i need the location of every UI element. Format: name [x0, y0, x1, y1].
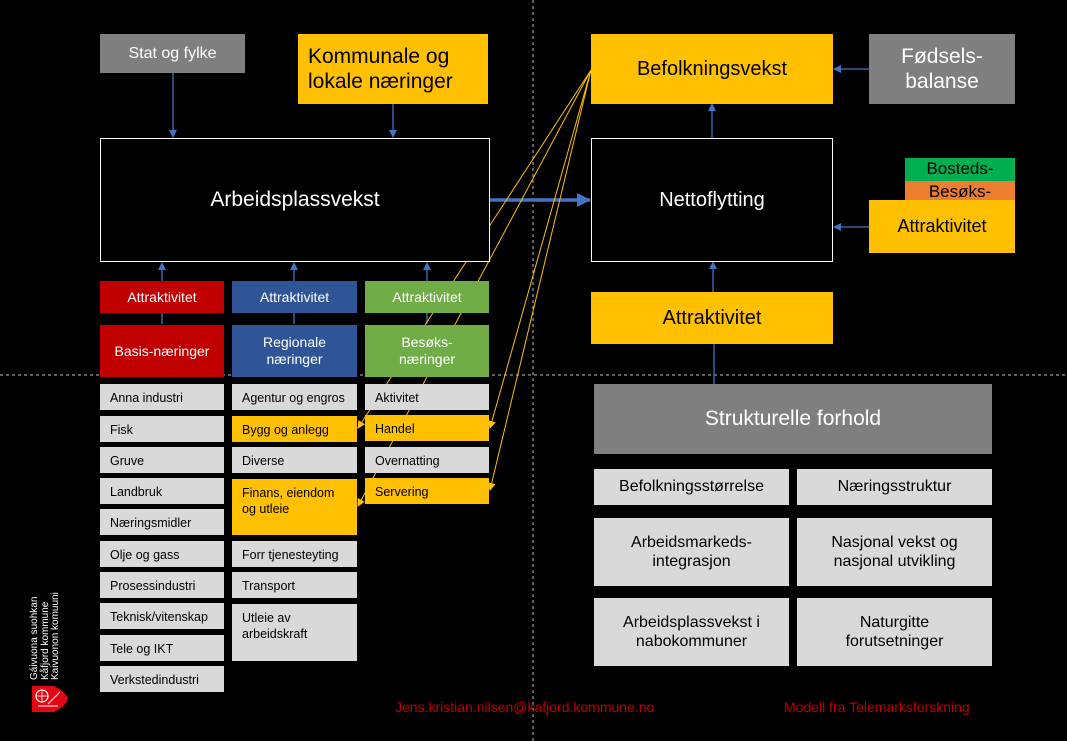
regional-item: Forr tjenesteyting: [232, 541, 357, 567]
logo-text: Gáivuona suohkan Kåfjord kommune Kaivuon…: [29, 592, 62, 680]
arbeidsplassvekst-box: Arbeidsplassvekst: [100, 138, 490, 262]
bosteds-box: Bosteds-: [905, 158, 1015, 181]
fodselsbalanse-box: Fødsels-balanse: [869, 34, 1015, 104]
regional-item: Agentur og engros: [232, 384, 357, 410]
attraktivitet-stack-box: Attraktivitet: [869, 200, 1015, 253]
spinning-wheel-shield-icon: [32, 686, 68, 712]
besok-item: Aktivitet: [365, 384, 489, 410]
structural-factor: Nasjonal vekst og nasjonal utvikling: [797, 518, 992, 586]
structural-factor: Naturgitte forutsetninger: [797, 598, 992, 666]
besok-attraktivitet-box: Attraktivitet: [365, 281, 489, 313]
basis-item: Næringsmidler: [100, 509, 224, 535]
basis-item: Landbruk: [100, 478, 224, 504]
basis-item: Gruve: [100, 447, 224, 473]
structural-factor: Arbeidsplassvekst i nabokommuner: [594, 598, 789, 666]
basis-attraktivitet-box: Attraktivitet: [100, 281, 224, 313]
regional-attraktivitet-box: Attraktivitet: [232, 281, 357, 313]
besok-item-highlighted: Servering: [365, 478, 489, 504]
basis-item: Prosessindustri: [100, 572, 224, 598]
basis-item: Olje og gass: [100, 541, 224, 567]
basis-item: Fisk: [100, 416, 224, 442]
regional-item-highlighted: Finans, eiendom og utleie: [232, 479, 357, 535]
regional-item-highlighted: Bygg og anlegg: [232, 416, 357, 442]
besoks-naeringer-box: Besøks-næringer: [365, 325, 489, 377]
logo-line: Kaivuonon komuuni: [50, 592, 61, 680]
logo-line: Gáivuona suohkan: [29, 596, 40, 680]
basis-naeringer-box: Basis-næringer: [100, 325, 224, 377]
regionale-naeringer-box: Regionale næringer: [232, 325, 357, 377]
besoks-box: Besøks-: [905, 181, 1015, 203]
basis-item: Teknisk/vitenskap: [100, 603, 224, 629]
basis-item: Anna industri: [100, 384, 224, 410]
besok-item-highlighted: Handel: [365, 415, 489, 441]
stat-og-fylke-box: Stat og fylke: [100, 34, 245, 73]
regional-item: Utleie av arbeidskraft: [232, 604, 357, 661]
structural-factor: Arbeidsmarkeds-integrasjon: [594, 518, 789, 586]
contact-email: Jens.kristian.nilsen@kafjord.kommune.no: [395, 699, 655, 715]
regional-item: Diverse: [232, 447, 357, 473]
regional-item: Transport: [232, 572, 357, 598]
nettoflytting-box: Nettoflytting: [591, 138, 833, 262]
attraktivitet-box: Attraktivitet: [591, 292, 833, 344]
model-credit: Modell fra Telemarksforskning: [784, 699, 970, 715]
besok-item: Overnatting: [365, 447, 489, 473]
befolkningsvekst-box: Befolkningsvekst: [591, 34, 833, 104]
yellow-line-servering: [487, 69, 592, 491]
basis-item: Verkstedindustri: [100, 666, 224, 692]
basis-item: Tele og IKT: [100, 635, 224, 661]
strukturelle-forhold-box: Strukturelle forhold: [594, 384, 992, 454]
structural-factor: Næringsstruktur: [797, 469, 992, 505]
yellow-line-handel: [488, 69, 592, 429]
structural-factor: Befolkningsstørrelse: [594, 469, 789, 505]
kommunale-naeringer-box: Kommunale og lokale næringer: [298, 34, 488, 104]
